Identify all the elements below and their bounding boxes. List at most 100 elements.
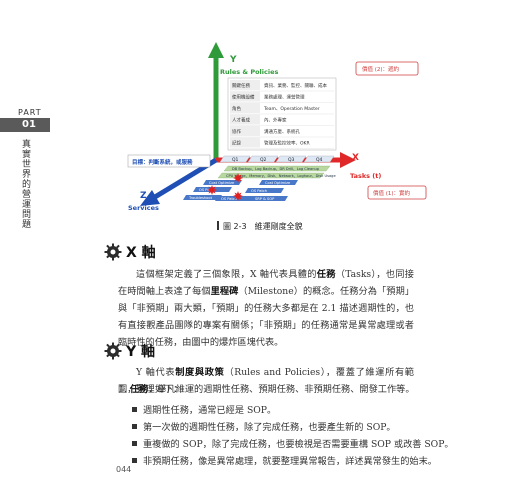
- operations-3d-diagram: Y Rules & Policies 關鍵任務資訊、業務、監控、關聯、成本使用機…: [127, 42, 427, 212]
- quarter-label: Q1: [232, 157, 239, 163]
- x-axis-title: Tasks (t): [350, 172, 381, 180]
- task-label: SRP & SOP: [255, 197, 275, 201]
- table-value: 業務處理、運營管理: [264, 94, 305, 101]
- task-box: [245, 188, 284, 193]
- gear-icon: [104, 342, 122, 360]
- list-item-1-term: 任務: [129, 384, 149, 395]
- z-axis-arrowhead: [140, 190, 160, 206]
- bullet-text: 週期性任務，通常已經是 SOP。: [143, 405, 277, 416]
- chapter-sidebar: PART 01 真實世界的營運問題: [0, 0, 60, 500]
- list-item-1: 1. 任務：舉凡維運的週期性任務、預期任務、非預期任務、開發工作等。: [118, 381, 415, 395]
- bullet-item: 第一次做的週期性任務，除了完成任務，也要產生新的 SOP。: [132, 419, 396, 433]
- explosion-icon: [233, 173, 243, 183]
- list-item-1-number: 1.: [118, 384, 127, 395]
- part-number: 01: [22, 119, 36, 130]
- task-label: OS Patch: [221, 197, 237, 201]
- task-box: [249, 196, 288, 201]
- timeline-band: [217, 172, 325, 179]
- table-key-cell: [230, 114, 260, 125]
- table-key-cell: [230, 80, 260, 90]
- quarter-cell: [247, 155, 279, 163]
- z-axis-title: Services: [128, 204, 159, 212]
- table-key: 使用機設備: [232, 94, 255, 101]
- y-axis-arrowhead: [208, 42, 224, 58]
- table-value: Team、Operation Master: [263, 106, 320, 112]
- page-number: 044: [116, 465, 132, 474]
- table-key-cell: [230, 103, 260, 113]
- caption-text: 圖 2-3 維運剛度全貌: [223, 222, 303, 231]
- bold-term: 制度與政策: [175, 367, 225, 378]
- bullet-square: [132, 424, 137, 429]
- explosion-icon: [233, 191, 243, 201]
- task-label: OS Patch: [251, 189, 267, 193]
- table-key-cell: [230, 137, 260, 148]
- caption-bar: [217, 221, 219, 230]
- timeline-band: [223, 165, 331, 172]
- table-key: 記錄: [232, 140, 241, 147]
- bullet-text: 重複做的 SOP，除了完成任務，也要檢視是否需要重構 SOP 或改善 SOP。: [143, 439, 454, 450]
- table-key-cell: [230, 126, 260, 136]
- section-y-title: Y 軸: [126, 344, 156, 360]
- part-label: PART: [18, 108, 42, 117]
- timeline-label: DB Backup、Log Backup、DR Drill、Log Cleanu…: [232, 167, 320, 171]
- bullet-square: [132, 458, 137, 463]
- table-key: 人才養成: [232, 117, 250, 124]
- quarter-label: Q3: [288, 157, 295, 163]
- section-y-paragraph: Y 軸代表制度與政策（Rules and Policies），覆蓋了維運所有範圍…: [118, 364, 414, 398]
- value-callout-x-box: [367, 185, 427, 200]
- quarter-cell: [219, 155, 251, 163]
- task-label: Troubleshoot: [188, 196, 213, 200]
- bullet-text: 第一次做的週期性任務，除了完成任務，也要產生新的 SOP。: [143, 422, 396, 433]
- section-x-heading: X 軸: [104, 241, 156, 263]
- part-title: 真實世界的營運問題: [22, 140, 32, 230]
- section-y-heading: Y 軸: [104, 340, 155, 362]
- table-value: 溝通方麼、系統孔: [264, 128, 300, 135]
- text-run: 這個框架定義了三個象限，X 軸代表具體的: [136, 269, 317, 280]
- bullet-square: [132, 407, 137, 412]
- bullet-text: 非預期任務，像是異常處理，就要整理異常報告，詳述異常發生的始末。: [143, 456, 437, 467]
- explosion-icon: [207, 185, 217, 195]
- bold-term: 里程碑: [210, 286, 239, 297]
- bullet-item: 重複做的 SOP，除了完成任務，也要檢視是否需要重構 SOP 或改善 SOP。: [132, 436, 454, 450]
- target-label: 目標：判斷系統，或服務: [132, 158, 193, 166]
- table-value: 管理及監控效率、OKR: [264, 140, 310, 147]
- section-x-paragraph: 這個框架定義了三個象限，X 軸代表具體的任務（Tasks），也同接在時間軸上表達…: [118, 266, 414, 351]
- task-label: Cost Optimize: [209, 181, 235, 185]
- x-axis-arrowhead: [340, 152, 356, 168]
- text-run: （Tasks），也同接在時間軸上表達了每個: [118, 269, 414, 297]
- part-number-box: [0, 118, 50, 132]
- table-key: 關鍵任務: [232, 82, 250, 89]
- target-label-box: [127, 154, 211, 168]
- quarter-cell: [275, 155, 307, 163]
- list-item-1-text: ：舉凡維運的週期性任務、預期任務、非預期任務、開發工作等。: [148, 384, 415, 395]
- quarter-cell: [303, 155, 335, 163]
- value-callout-x: 價值 (1)：實約: [373, 189, 411, 197]
- x-axis-label: X: [352, 153, 359, 163]
- table-key-cell: [230, 91, 260, 102]
- task-box: [183, 195, 222, 200]
- value-callout-y-box: [355, 61, 419, 76]
- quarter-label: Q4: [316, 157, 323, 163]
- table-value: 內、外專家: [264, 117, 287, 124]
- bullet-item: 非預期任務，像是異常處理，就要整理異常報告，詳述異常發生的始末。: [132, 453, 437, 467]
- bold-term: 任務: [316, 269, 336, 280]
- bullet-square: [132, 441, 137, 446]
- value-callout-y: 價值 (2)：遞約: [362, 65, 400, 73]
- y-axis-title: Rules & Policies: [220, 68, 279, 76]
- table-value: 資訊、業務、監控、關聯、成本: [264, 82, 327, 89]
- timeline-label: CPU Usage、Memory、Disk、Network、Loghour、Di…: [226, 174, 336, 178]
- figure-caption: 圖 2-3 維運剛度全貌: [217, 221, 303, 232]
- gear-icon: [104, 243, 122, 261]
- task-box: [203, 180, 242, 185]
- table-key: 協作: [232, 128, 241, 135]
- section-x-title: X 軸: [126, 245, 156, 261]
- table-key: 角色: [232, 105, 241, 112]
- task-box: [259, 180, 298, 185]
- text-run: Y 軸代表: [136, 367, 176, 378]
- bullet-item: 週期性任務，通常已經是 SOP。: [132, 402, 276, 416]
- text-run: （Milestone）的概念。任務分為「預期」與「非預期」兩大類，「預期」的任務…: [118, 286, 415, 348]
- task-label: Cost Optimize: [265, 181, 291, 185]
- text-run: （Rules and Policies），覆蓋了維運所有範圍，整理如下：: [118, 367, 414, 395]
- task-box: [215, 196, 254, 201]
- quarter-label: Q2: [260, 157, 267, 163]
